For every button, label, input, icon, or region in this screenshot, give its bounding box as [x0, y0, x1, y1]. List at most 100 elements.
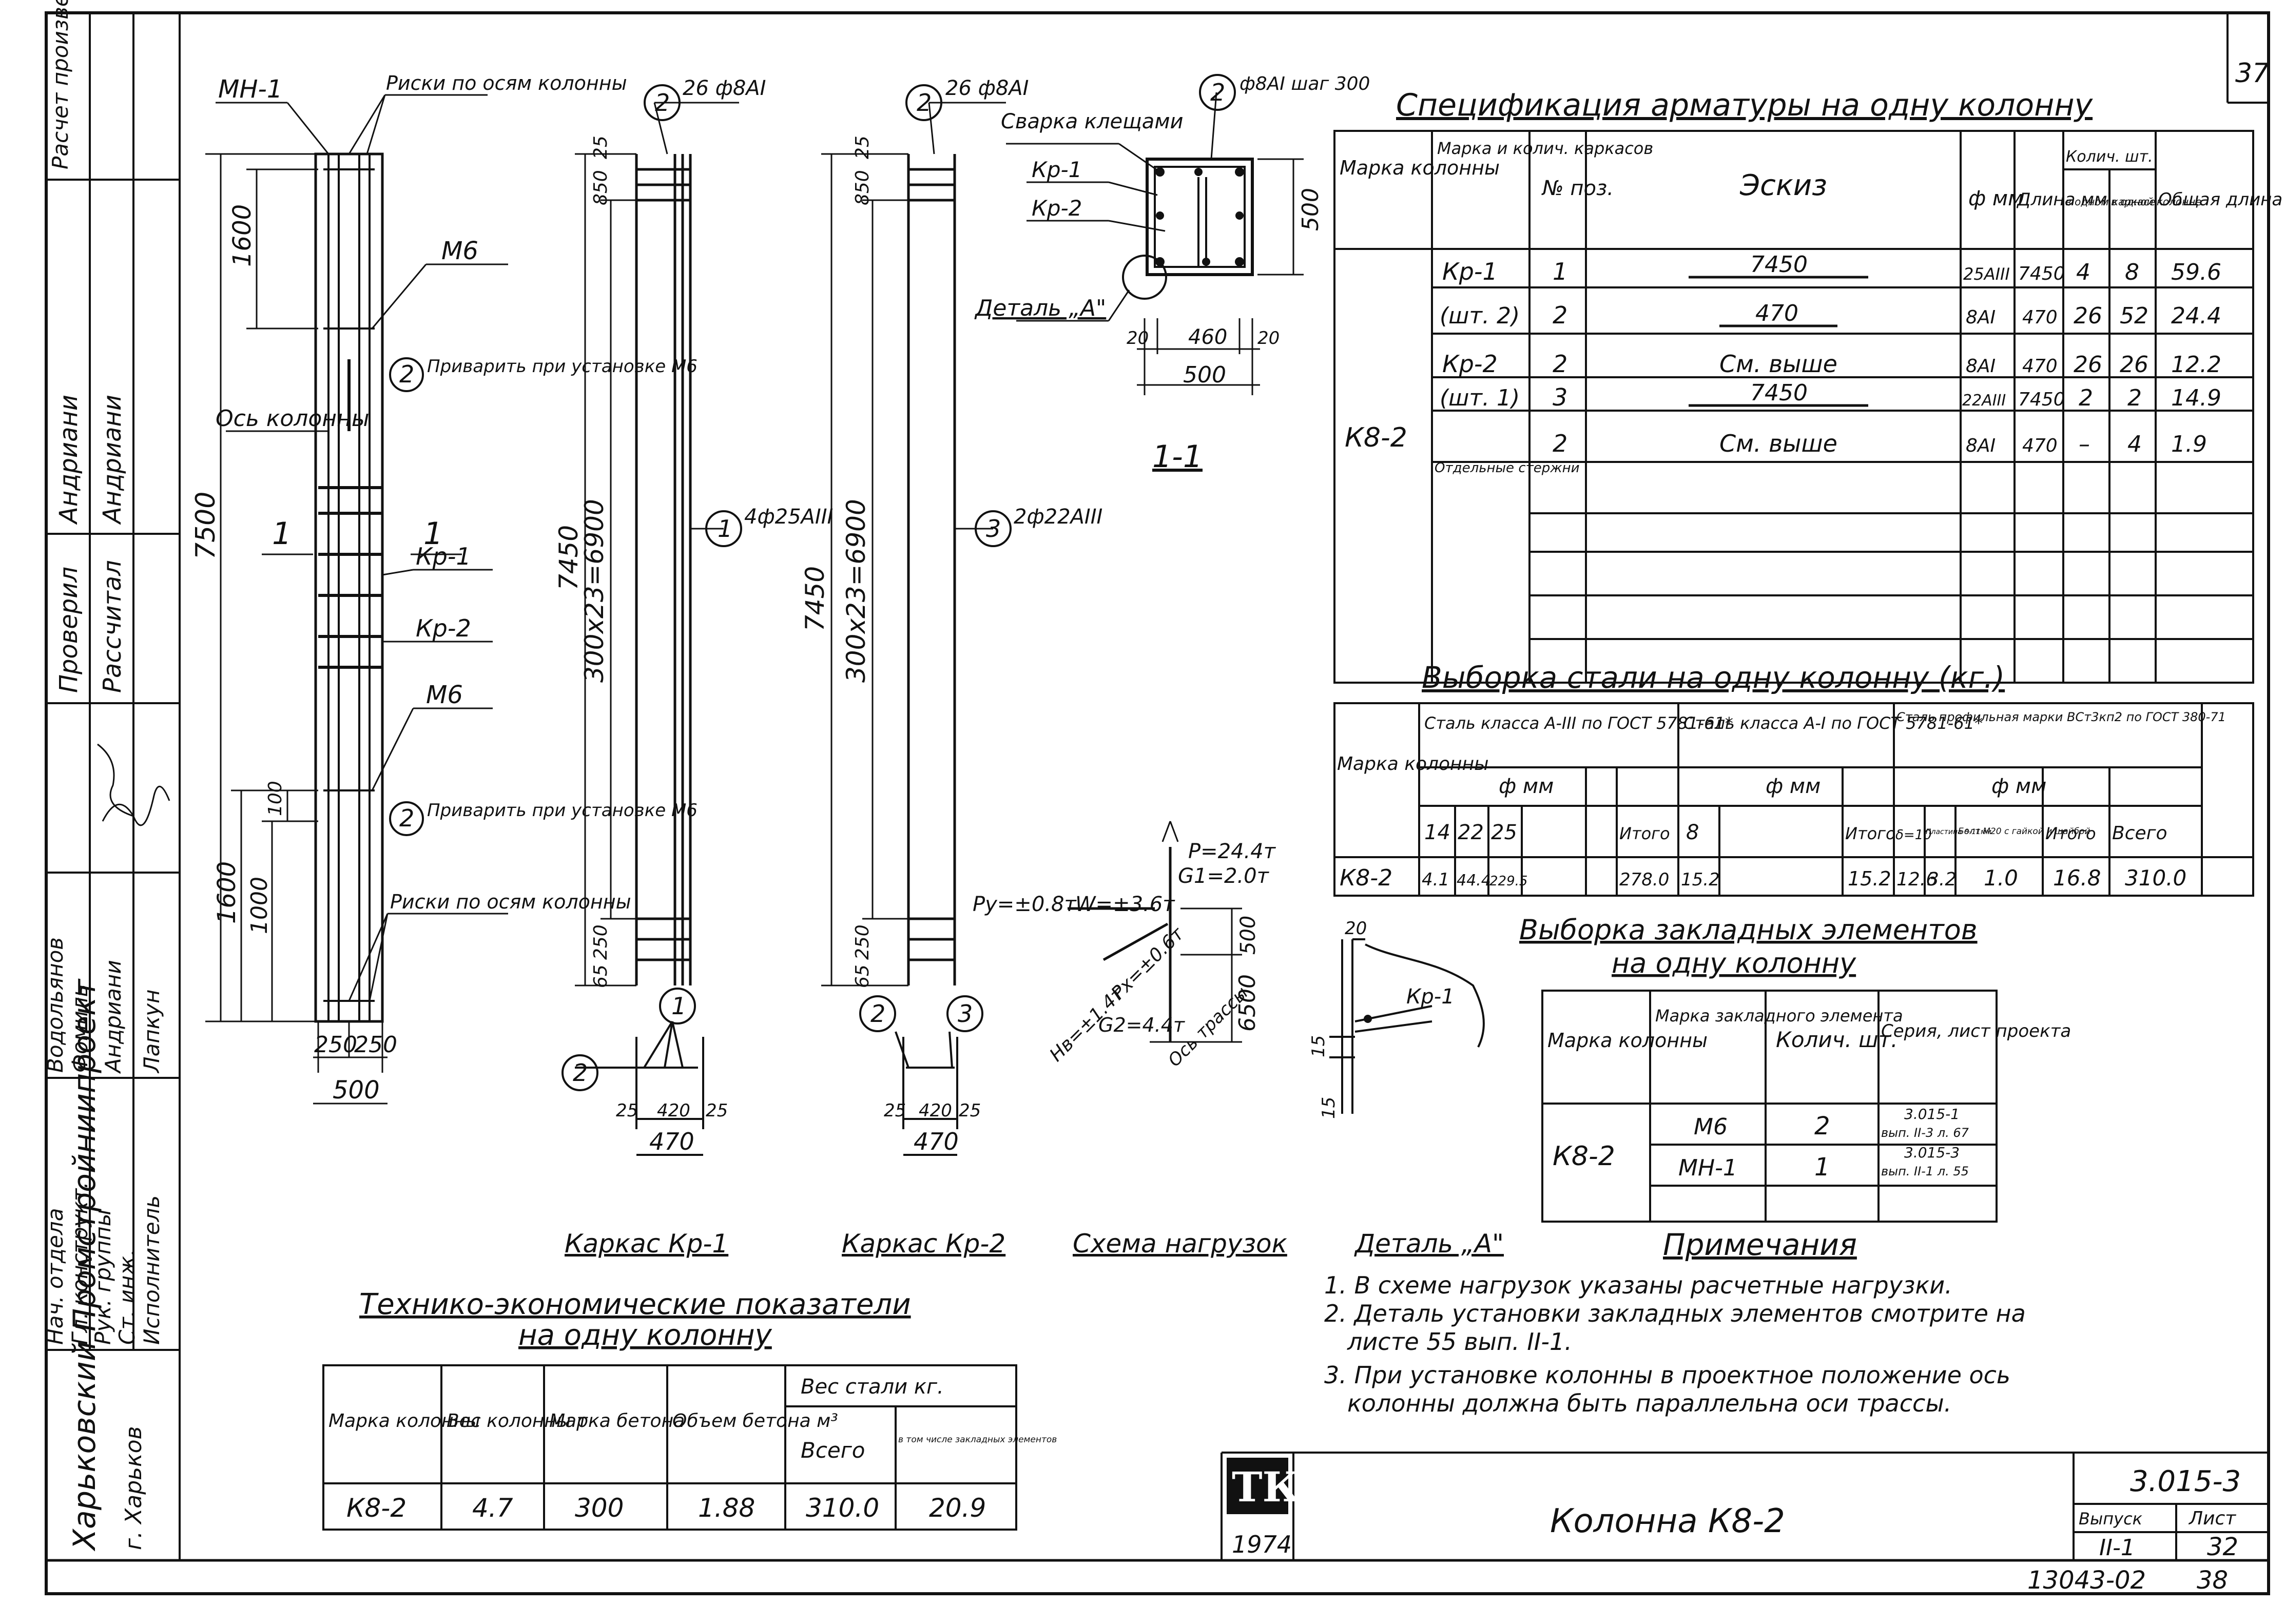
label-m6-bot: М6: [426, 681, 463, 709]
note-2b: листе 55 вып. II-1.: [1347, 1328, 1572, 1356]
mark-2-bot-col: [389, 801, 424, 836]
steel-h-dmm2: ф мм: [1766, 775, 1821, 798]
kr1-top-label: 26 ф8АI: [683, 76, 766, 100]
spec-r4-len: 7450: [2018, 389, 2065, 410]
spec-r4-d: 22АIII: [1962, 392, 2006, 410]
tep-v-embedded: 20.9: [929, 1493, 986, 1523]
kr2-d25: 25: [852, 136, 873, 159]
spec-r2-pos: 2: [1553, 301, 1567, 329]
steel-h-plate: Пластина 8-11мм: [1926, 828, 1992, 836]
sheet-issue-label: Выпуск: [2079, 1509, 2143, 1529]
archive-no: 13043-02: [2027, 1566, 2146, 1595]
section-d460: 460: [1188, 325, 1227, 349]
kr2-d65: 65: [852, 964, 873, 988]
tep-h-embedded: в том числе закладных элементов: [898, 1435, 1057, 1445]
spec-h-d: ф мм: [1968, 187, 2023, 210]
spec-table: Спецификация арматуры на одну колонну: [1333, 87, 2285, 684]
note-3a: 3. При установке колонны в проектное пол…: [1324, 1361, 2010, 1389]
load-p: P=24.4т: [1188, 840, 1276, 863]
spec-r2-d: 8АI: [1966, 307, 1996, 328]
kr2-mark-side-text: 3: [986, 515, 1001, 543]
load-g1: G1=2.0т: [1178, 864, 1270, 888]
load-h6500: 6500: [1234, 974, 1261, 1032]
role-checker: Проверил: [54, 567, 83, 693]
spec-r1-n2: 8: [2125, 259, 2139, 285]
role-eng: Ст. инж.: [114, 1249, 140, 1345]
stamp-strip: Расчет произведен в ОМИТФ по программе А…: [43, 0, 181, 1561]
steel-h-25: 25: [1491, 821, 1517, 844]
steel-title: Выборка стали на одну колонну (кг.): [1422, 660, 2005, 695]
spec-r3-total: 12.2: [2171, 352, 2221, 378]
kr2-sec-mark3: [946, 995, 983, 1032]
embedded-subtitle: на одну колонну: [1612, 947, 1856, 979]
spec-r2-sketch: 470: [1755, 300, 1798, 326]
sheet-sheet-label: Лист: [2188, 1508, 2236, 1529]
steel-v-sumP: 16.8: [2053, 865, 2101, 891]
kr2-caption: Каркас Кр-2: [842, 1229, 1005, 1259]
tep-v-weight: 4.7: [472, 1493, 513, 1523]
steel-v-plate: 3.2: [1927, 869, 1957, 890]
emb-r2-qty: 1: [1814, 1153, 1830, 1182]
label-weld-top: Приварить при установке М6: [427, 356, 698, 377]
kr2-mark-top: [905, 84, 942, 121]
spec-h-len: Длина мм: [2016, 189, 2107, 210]
kr2-side-label: 2ф22АIII: [1014, 505, 1102, 529]
spec-r3-pos: 2: [1553, 350, 1567, 378]
note-1: 1. В схеме нагрузок указаны расчетные на…: [1324, 1271, 1952, 1299]
mark-2-top-col-text: 2: [399, 360, 414, 388]
emb-r1-sheet: вып. II-3 л. 67: [1881, 1126, 1969, 1140]
col-d1600-top: 1600: [228, 204, 257, 267]
sheet-series: 3.015-3: [2130, 1465, 2241, 1498]
kr2-sec-mark2-text: 2: [870, 1000, 885, 1028]
spec-r3-n2: 26: [2120, 352, 2148, 378]
note-3b: колонны должна быть параллельна оси трас…: [1347, 1389, 1951, 1417]
spec-g3-name: Отдельные стержни: [1435, 460, 1580, 476]
sheet-sheet-no: 32: [2207, 1533, 2238, 1561]
kr1-pitch: 300х23=6900: [579, 499, 609, 683]
kr1-d25: 25: [590, 136, 611, 159]
tep-h-steel: Вес стали кг.: [801, 1375, 944, 1399]
spec-g1-name: Кр-1: [1442, 258, 1498, 285]
load-d500: 500: [1236, 916, 1260, 955]
kr2-d250: 250: [852, 924, 873, 960]
spec-h-qty2: в одной колонне: [2111, 196, 2202, 208]
emb-h-series: Серия, лист проекта: [1881, 1021, 2071, 1041]
spec-r5-len: 470: [2022, 435, 2058, 456]
tk-logo-box: [1227, 1458, 1288, 1514]
tep-table: Технико-экономические показатели на одну…: [322, 1288, 1057, 1531]
label-axis: Ось колонны: [216, 405, 370, 432]
emb-r2-el: МН-1: [1678, 1155, 1737, 1181]
detail-a-caption: Деталь „А": [1354, 1229, 1504, 1259]
spec-g2-name: Кр-2: [1442, 350, 1498, 378]
archive-sheet: 38: [2197, 1566, 2228, 1595]
cage-kr2: 7450 300х23=6900 25 850 250 65 2 26 ф8АI…: [800, 76, 1102, 1259]
label-risk-bot: Риски по осям колонны: [390, 891, 631, 913]
section-stirrup: ф8АI шаг 300: [1240, 73, 1370, 94]
steel-h-itogo1: Итого: [1619, 824, 1670, 843]
role-group: Рук. группы: [90, 1209, 115, 1345]
section-mark: [1199, 74, 1236, 111]
spec-r1-total: 59.6: [2171, 259, 2221, 285]
steel-v-sum3: 278.0: [1619, 869, 1669, 890]
name-exec: Лапкун: [139, 990, 164, 1074]
spec-h-pos: № поз.: [1541, 177, 1614, 200]
tep-v-total: 310.0: [806, 1493, 879, 1523]
section-1-1: Сварка клещами Кр-1 Кр-2 Деталь „А" 2 ф8…: [974, 73, 1370, 475]
spec-r4-n2: 2: [2127, 385, 2142, 411]
tep-h-mark: Марка колонны: [328, 1410, 480, 1432]
steel-h-itogo3: Итого: [2045, 824, 2096, 843]
kr1-d25r: 25: [706, 1100, 728, 1121]
spec-r4-sketch: 7450: [1750, 380, 1808, 406]
kr2-mark-side: [975, 510, 1012, 547]
signature-1: [97, 743, 170, 826]
steel-h-bolt: Болт М20 с гайкой и шайбой: [1958, 826, 2090, 837]
role-exec: Исполнитель: [139, 1195, 164, 1345]
detail-a: Кр-1 20 15 15 Деталь „А": [1308, 918, 1504, 1259]
emb-r2-series: 3.015-3: [1904, 1144, 1960, 1161]
col-d1000: 1000: [246, 877, 273, 934]
kr1-h: 7450: [554, 525, 584, 590]
note-2a: 2. Деталь установки закладных элементов …: [1324, 1300, 2026, 1327]
spec-h-sketch: Эскиз: [1739, 169, 1827, 202]
load-w: W=±3.6т: [1075, 893, 1175, 916]
